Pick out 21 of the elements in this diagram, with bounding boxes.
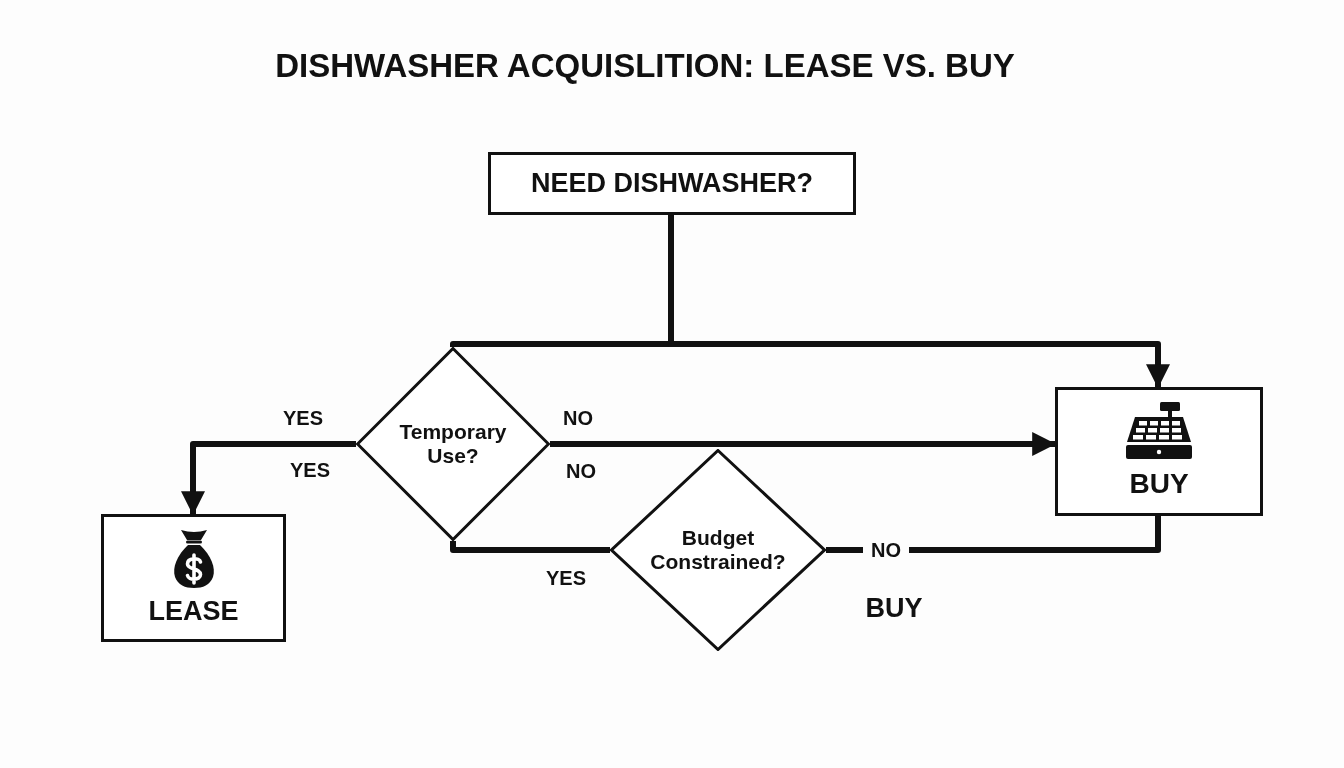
edge-label: YES bbox=[546, 566, 586, 590]
node-label: BUY bbox=[1129, 468, 1189, 501]
connector-line bbox=[450, 541, 610, 553]
decision-diamond bbox=[610, 449, 826, 651]
connector-line bbox=[826, 516, 1161, 553]
outcome-box bbox=[101, 514, 286, 642]
edge-label: NO bbox=[563, 406, 593, 430]
start-box bbox=[488, 152, 856, 215]
branch-label: NO bbox=[566, 459, 596, 483]
node-label: LEASE bbox=[148, 596, 239, 628]
branch-label: YES bbox=[290, 458, 330, 482]
decision-diamond bbox=[356, 347, 550, 541]
node-label: Temporary Use? bbox=[398, 419, 508, 469]
diagram-title: DISHWASHER ACQUISLITION: LEASE VS. BUY bbox=[275, 47, 1015, 85]
outcome-box bbox=[1055, 387, 1263, 516]
arrow bbox=[550, 432, 1057, 456]
node-label: NEED DISHWASHER? bbox=[531, 167, 813, 199]
edge-label: YES bbox=[283, 406, 323, 430]
node-label: Budget Constrained? bbox=[649, 525, 787, 575]
outcome-label: BUY bbox=[865, 593, 923, 625]
arrow bbox=[181, 441, 356, 516]
